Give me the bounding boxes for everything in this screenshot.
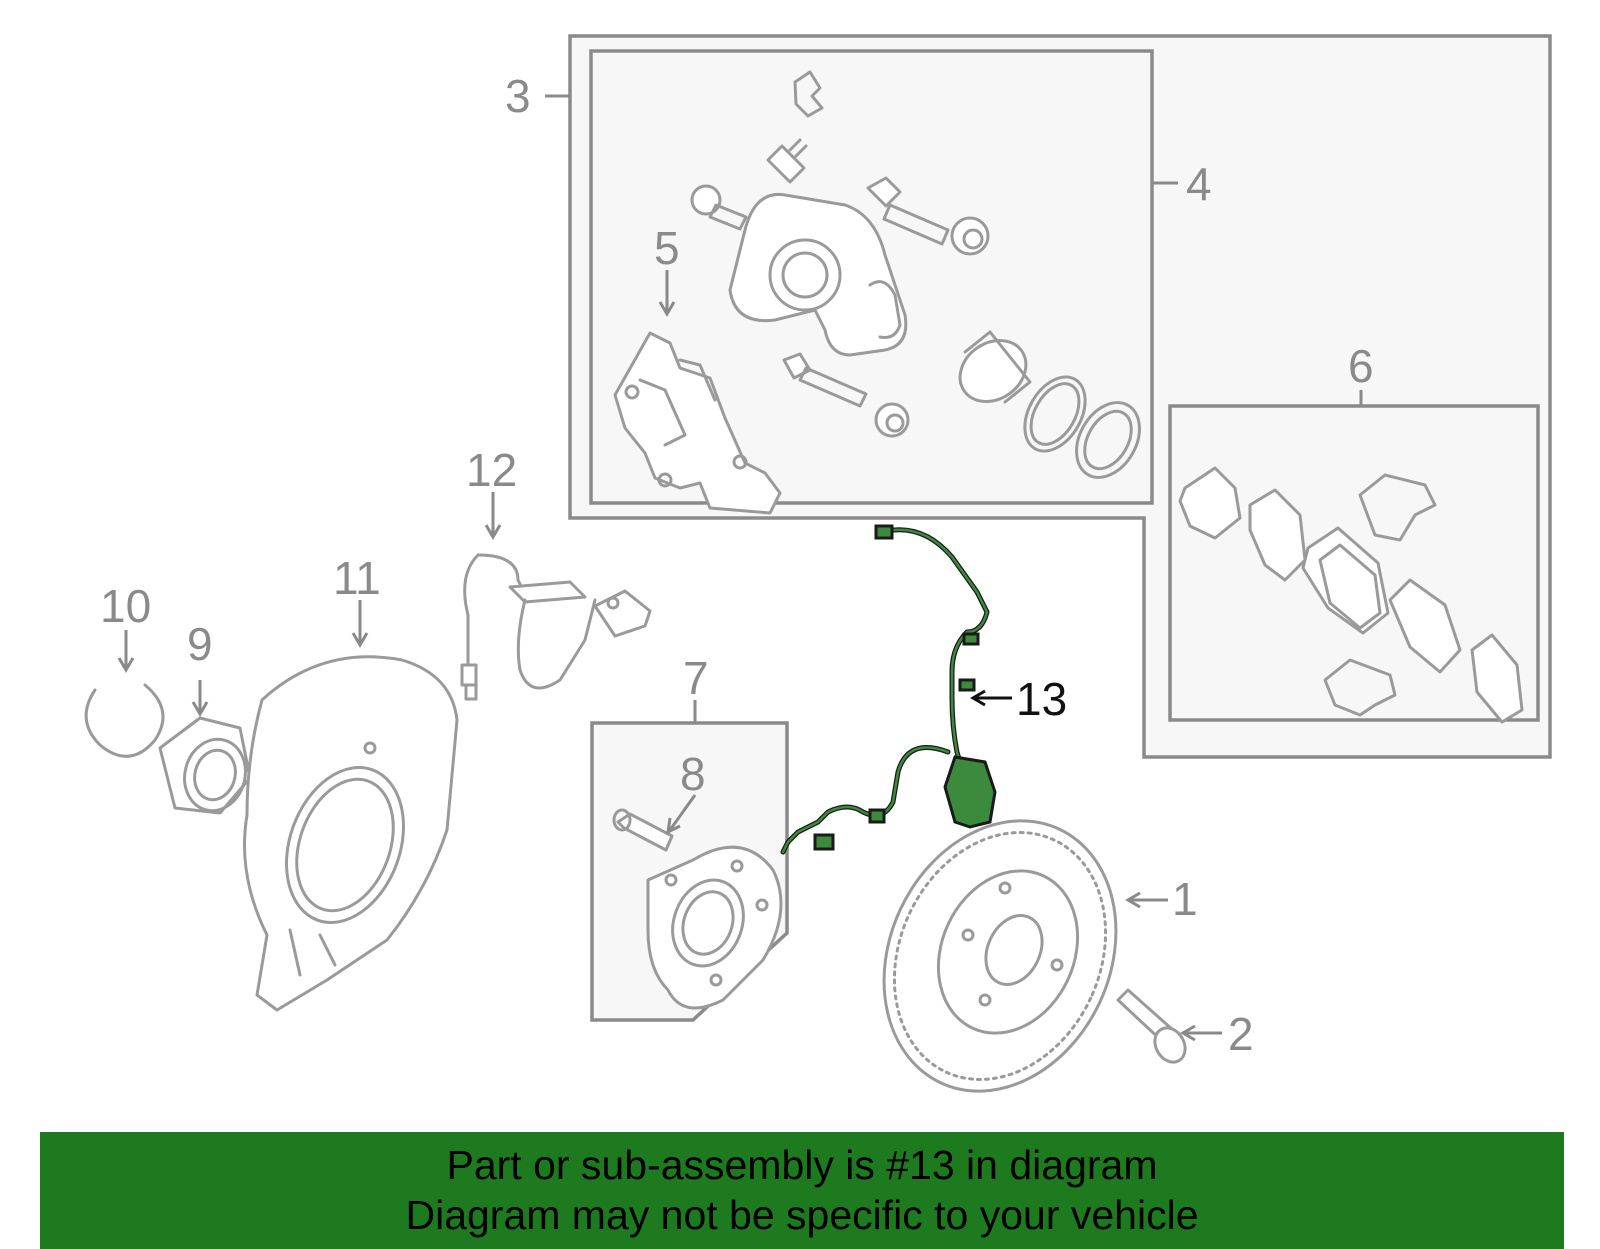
- bearing-part: [158, 716, 252, 815]
- callout-13: 13: [1016, 673, 1067, 725]
- callout-6: 6: [1348, 340, 1374, 392]
- callout-9: 9: [187, 618, 213, 670]
- callout-11: 11: [333, 552, 381, 604]
- brake-hose-part: [460, 553, 652, 701]
- dust-shield-part: [243, 655, 459, 1012]
- pad-parts: [1178, 466, 1524, 724]
- callout-1: 1: [1172, 873, 1198, 925]
- banner-line-2: Diagram may not be specific to your vehi…: [405, 1192, 1199, 1238]
- rotor-part: [882, 819, 1118, 1093]
- callout-10: 10: [100, 580, 151, 632]
- callout-4: 4: [1186, 158, 1212, 210]
- callout-2: 2: [1228, 1008, 1254, 1060]
- callout-5: 5: [654, 222, 680, 274]
- callout-12: 12: [466, 444, 517, 496]
- callout-7: 7: [683, 652, 709, 704]
- leader-lines: [117, 94, 1363, 1042]
- callout-8: 8: [680, 748, 706, 800]
- hub-parts: [612, 808, 783, 1010]
- callout-labels: 1 2 3 4 5 6 7 8 9 10 11 12 13: [100, 70, 1374, 1060]
- caliper-parts: [613, 70, 1141, 515]
- wheel-bolt-part: [1116, 988, 1187, 1064]
- callout-3: 3: [505, 70, 531, 122]
- snap-ring-part: [84, 683, 165, 758]
- abs-sensor-harness-highlighted: [780, 524, 997, 855]
- info-banner: Part or sub-assembly is #13 in diagram D…: [40, 1132, 1564, 1249]
- banner-line-1: Part or sub-assembly is #13 in diagram: [446, 1142, 1158, 1188]
